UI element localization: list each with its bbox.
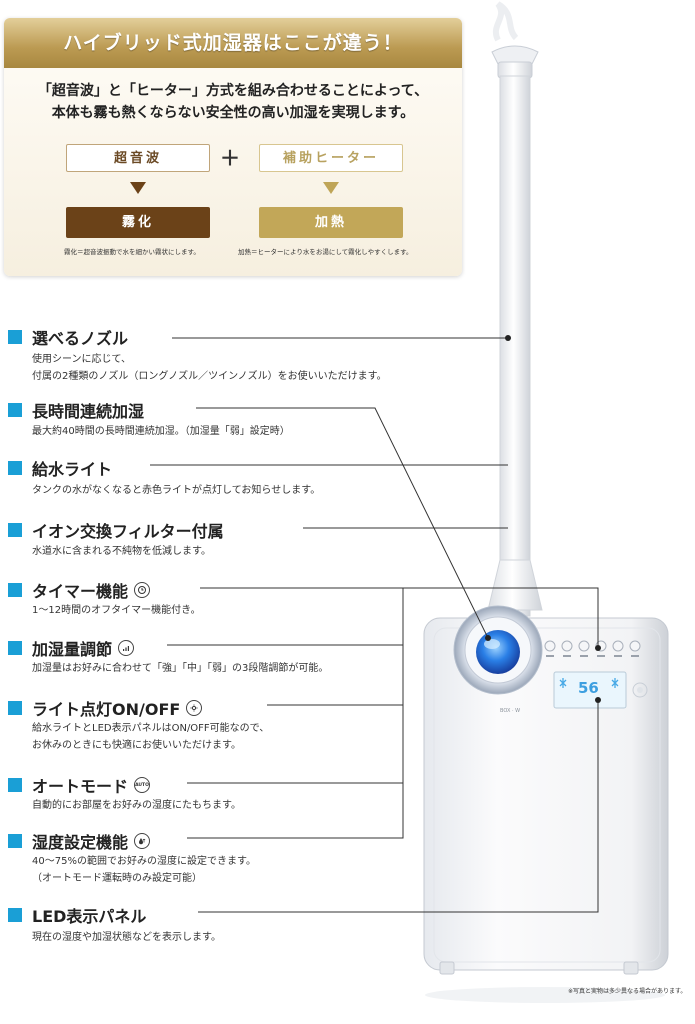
down-arrow-icon [323,182,339,194]
intro-line: 本体も霧も熱くならない安全性の高い加湿を実現します。 [51,105,415,121]
feature-desc: 1～12時間のオフタイマー機能付き。 [32,602,201,619]
feature-auto-mode: オートモード AUTO 自動的にお部屋をお好みの湿度にたもちます。 [8,773,241,811]
feature-desc: 加湿量はお好みに合わせて「強」「中」「弱」の3段階調節が可能。 [32,660,328,677]
bullet-square [8,330,22,344]
down-arrow-icon [130,182,146,194]
feature-title: 加湿量調節 [32,640,113,659]
desc-line: 1～12時間のオフタイマー機能付き。 [32,605,201,616]
desc-line: 給水ライトとLED表示パネルはON/OFF可能なので、 [32,723,270,734]
desc-line: お休みのときにも快適にお使いいただけます。 [32,740,241,751]
bullet-square [8,834,22,848]
desc-line: （オートモード運転時のみ設定可能） [32,873,202,884]
feature-humidity-level: 加湿量調節 加湿量はお好みに合わせて「強」「中」「弱」の3段階調節が可能。 [8,636,328,674]
desc-line: タンクの水がなくなると赤色ライトが点灯してお知らせします。 [32,485,321,496]
bullet-square [8,403,22,417]
heater-box: 補助ヒーター [259,144,403,172]
feature-desc: 40～75%の範囲でお好みの湿度に設定できます。 （オートモード運転時のみ設定可… [32,853,256,887]
feature-desc: タンクの水がなくなると赤色ライトが点灯してお知らせします。 [32,482,320,499]
plus-sign: ＋ [220,146,240,170]
bullet-square [8,461,22,475]
feature-title: 選べるノズル [32,329,129,348]
desc-line: 自動的にお部屋をお好みの湿度にたもちます。 [32,800,241,811]
panel-intro: 「超音波」と「ヒーター」方式を組み合わせることによって、 本体も霧も熱くならない… [4,80,462,124]
intro-line: 「超音波」と「ヒーター」方式を組み合わせることによって、 [37,83,429,99]
desc-line: 40～75%の範囲でお好みの湿度に設定できます。 [32,856,256,867]
feature-title: タイマー機能 [32,582,129,601]
humidifier-illustration: 56 BOX · W [423,1,669,1003]
bullet-square [8,908,22,922]
feature-title: 給水ライト [32,460,113,479]
bullet-square [8,641,22,655]
feature-desc: 給水ライトとLED表示パネルはON/OFF可能なので、 お休みのときにも快適にお… [32,720,269,754]
heat-box: 加熱 [259,207,403,238]
mist-note: 霧化＝超音波振動で水を細かい霧状にします。 [64,248,200,256]
desc-line: 水道水に含まれる不純物を低減します。 [32,546,211,557]
desc-line: 加湿量はお好みに合わせて「強」「中」「弱」の3段階調節が可能。 [32,663,329,674]
feature-title: 長時間連続加湿 [32,402,145,421]
desc-line: 最大約40時間の長時間連続加湿。（加湿量「弱」設定時） [32,426,290,437]
hybrid-explanation-panel: ハイブリッド式加湿器はここが違う！ 「超音波」と「ヒーター」方式を組み合わせるこ… [4,18,462,276]
brand-mark: BOX · W [500,708,520,714]
display-value: 56 [578,679,599,697]
panel-banner: ハイブリッド式加湿器はここが違う！ [4,18,462,68]
auto-icon: AUTO [134,777,151,793]
feature-title: イオン交換フィルター付属 [32,522,224,541]
droplet-icon [134,833,151,849]
footnote: ※写真と実物は多少異なる場合があります。 [568,988,687,995]
feature-title: ライト点灯ON/OFF [32,700,181,719]
clock-icon [134,582,151,598]
light-icon [186,700,203,716]
feature-title: オートモード [32,777,129,796]
level-icon [118,640,135,656]
feature-desc: 使用シーンに応じて、 付属の2種類のノズル（ロングノズル／ツインノズル）をお使い… [32,351,387,385]
feature-light-onoff: ライト点灯ON/OFF 給水ライトとLED表示パネルはON/OFF可能なので、 … [8,696,269,751]
feature-water-light: 給水ライト タンクの水がなくなると赤色ライトが点灯してお知らせします。 [8,456,320,496]
feature-led-panel: LED表示パネル 現在の湿度や加湿状態などを表示します。 [8,903,221,943]
feature-continuous-humidification: 長時間連続加湿 最大約40時間の長時間連続加湿。（加湿量「弱」設定時） [8,398,290,437]
ultrasonic-box: 超音波 [66,144,210,172]
feature-timer: タイマー機能 1～12時間のオフタイマー機能付き。 [8,578,201,616]
bullet-square [8,701,22,715]
bullet-square [8,778,22,792]
feature-title: 湿度設定機能 [32,833,129,852]
mist-box: 霧化 [66,207,210,238]
heat-note: 加熱＝ヒーターにより水をお湯にして霧化しやすくします。 [238,248,413,256]
feature-desc: 最大約40時間の長時間連続加湿。（加湿量「弱」設定時） [32,423,290,440]
feature-desc: 水道水に含まれる不純物を低減します。 [32,543,211,560]
desc-line: 使用シーンに応じて、 [32,354,131,365]
feature-desc: 自動的にお部屋をお好みの湿度にたもちます。 [32,797,241,814]
desc-line: 現在の湿度や加湿状態などを表示します。 [32,932,221,943]
feature-ion-filter: イオン交換フィルター付属 水道水に含まれる不純物を低減します。 [8,518,224,557]
bullet-square [8,523,22,537]
desc-line: 付属の2種類のノズル（ロングノズル／ツインノズル）をお使いいただけます。 [32,371,387,382]
bullet-square [8,583,22,597]
feature-title: LED表示パネル [32,907,147,926]
feature-humidity-setting: 湿度設定機能 40～75%の範囲でお好みの湿度に設定できます。 （オートモード運… [8,829,256,884]
feature-desc: 現在の湿度や加湿状態などを表示します。 [32,929,221,946]
feature-nozzle: 選べるノズル 使用シーンに応じて、 付属の2種類のノズル（ロングノズル／ツインノ… [8,325,387,382]
